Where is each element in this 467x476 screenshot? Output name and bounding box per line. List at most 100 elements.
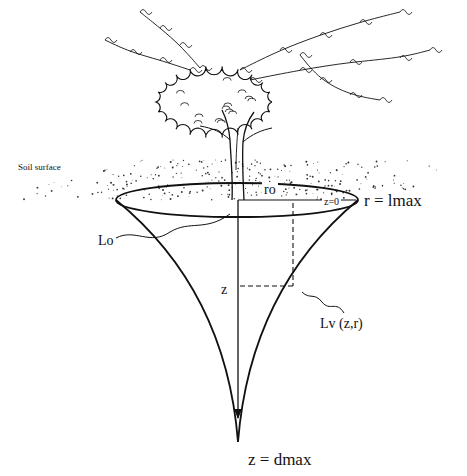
- soil-dot: [208, 174, 210, 176]
- soil-dot: [335, 180, 336, 181]
- figure-label: Lv (z,r): [318, 316, 365, 332]
- soil-dot: [312, 193, 314, 195]
- depth-axis: [237, 200, 238, 418]
- soil-dot: [331, 192, 333, 194]
- twig: [200, 66, 212, 71]
- soil-dot: [401, 186, 403, 188]
- foliage-curl: [248, 98, 256, 101]
- soil-dot: [45, 195, 46, 196]
- canopy-outline: [156, 66, 272, 137]
- soil-dot: [113, 189, 115, 191]
- soil-dot: [317, 196, 318, 197]
- soil-dot: [199, 160, 201, 162]
- soil-dot: [255, 180, 256, 181]
- twig: [320, 33, 332, 38]
- soil-dot: [112, 197, 114, 199]
- soil-dot: [220, 185, 222, 187]
- soil-dot: [119, 198, 121, 200]
- soil-dot: [289, 170, 291, 172]
- soil-dot: [255, 180, 256, 181]
- soil-dot: [148, 193, 150, 195]
- twig: [300, 53, 312, 58]
- soil-dot: [258, 172, 259, 173]
- soil-dot: [202, 190, 204, 192]
- tree-branch: [300, 55, 380, 100]
- soil-dot: [177, 163, 178, 164]
- soil-dot: [313, 163, 315, 165]
- soil-dot: [96, 182, 98, 184]
- soil-dot: [342, 174, 344, 176]
- soil-dot: [323, 192, 324, 193]
- soil-dot: [365, 176, 367, 178]
- soil-dot: [340, 180, 342, 182]
- soil-dot: [255, 191, 257, 193]
- soil-dot: [317, 169, 318, 170]
- tree-trunk: [222, 110, 232, 200]
- soil-dot: [404, 188, 406, 190]
- soil-dot: [207, 172, 209, 174]
- soil-dot: [375, 187, 376, 188]
- soil-dot: [164, 167, 166, 169]
- soil-dot: [316, 189, 318, 191]
- soil-dot: [155, 174, 156, 175]
- soil-dot: [403, 188, 405, 190]
- twig: [300, 68, 312, 73]
- soil-dot: [101, 192, 102, 193]
- soil-dot: [181, 191, 183, 193]
- soil-dot: [277, 168, 278, 169]
- soil-dot: [228, 194, 230, 196]
- soil-dot: [160, 166, 162, 168]
- figure-label: z=0: [322, 196, 341, 208]
- soil-dot: [37, 187, 39, 189]
- soil-dot: [151, 174, 152, 175]
- twig: [400, 56, 412, 61]
- soil-dot: [228, 189, 230, 191]
- tree-branch: [105, 40, 190, 70]
- soil-dot: [37, 193, 38, 194]
- soil-dot: [150, 199, 152, 201]
- soil-dot: [261, 175, 263, 177]
- soil-dot: [205, 173, 207, 175]
- soil-dot: [343, 197, 344, 198]
- tree-branch: [240, 12, 400, 70]
- soil-dot: [48, 183, 50, 185]
- soil-dot: [215, 159, 217, 161]
- twig: [360, 20, 372, 25]
- twig: [250, 78, 262, 83]
- soil-dot: [254, 159, 255, 160]
- tree-branch: [140, 12, 200, 68]
- soil-dot: [288, 188, 289, 189]
- soil-dot: [126, 194, 128, 196]
- soil-dot: [245, 188, 246, 189]
- soil-dot: [228, 196, 230, 198]
- soil-dot: [312, 176, 314, 178]
- soil-dot: [249, 176, 250, 177]
- soil-dot: [331, 185, 333, 187]
- figure-label: z: [219, 282, 229, 298]
- figure-label: ro: [262, 182, 278, 198]
- soil-dot: [306, 178, 308, 180]
- twig: [140, 10, 152, 15]
- soil-dot: [269, 168, 271, 170]
- soil-dot: [307, 164, 309, 166]
- soil-dot: [317, 162, 318, 163]
- soil-dot: [126, 181, 128, 183]
- soil-dot: [218, 171, 219, 172]
- soil-dot: [306, 193, 308, 195]
- soil-dot: [372, 187, 374, 189]
- soil-dot: [394, 175, 396, 177]
- twig: [180, 43, 192, 48]
- soil-dot: [318, 172, 320, 174]
- foliage-curl: [229, 111, 237, 114]
- tree-branch: [243, 128, 272, 142]
- soil-dot: [172, 166, 174, 168]
- soil-dot: [140, 175, 142, 177]
- soil-dot: [234, 198, 235, 199]
- twig: [400, 10, 412, 15]
- soil-dot: [51, 190, 53, 192]
- figure-label: r = lmax: [362, 191, 424, 210]
- soil-dot: [283, 191, 285, 193]
- soil-dot: [67, 185, 68, 186]
